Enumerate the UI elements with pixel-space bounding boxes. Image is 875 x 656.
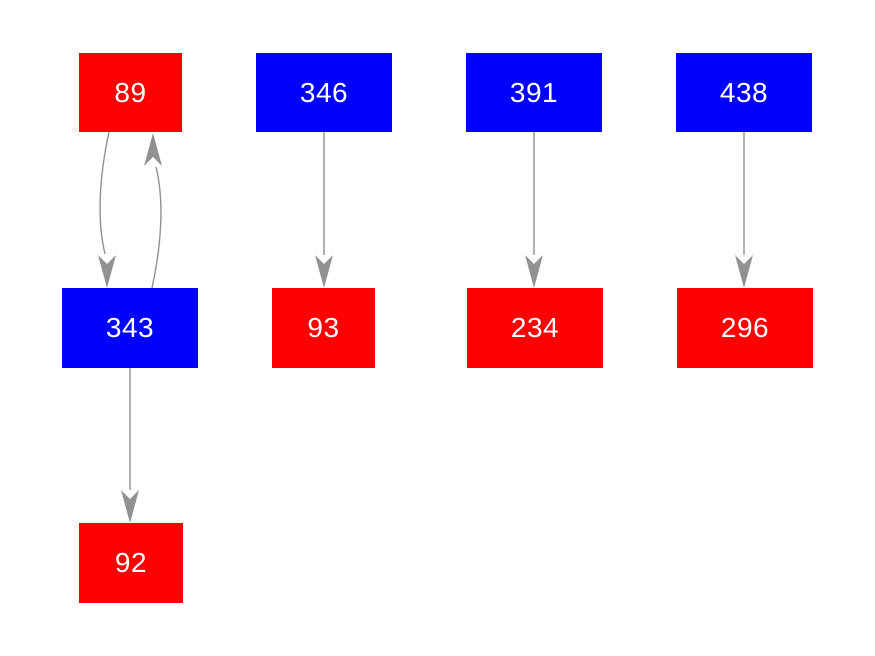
graph-node-92: 92 (79, 523, 183, 603)
arrowhead-438-to-296 (735, 255, 753, 288)
node-label: 438 (719, 76, 769, 108)
arrowhead-343-to-92 (121, 490, 139, 523)
node-label: 92 (114, 547, 148, 578)
arrowhead-346-to-93 (315, 255, 333, 288)
node-label: 296 (720, 312, 770, 343)
arrowhead-89-to-343 (98, 255, 116, 288)
node-label: 234 (510, 312, 560, 343)
graph-node-438: 438 (676, 53, 812, 132)
arrowhead-343-to-89 (144, 133, 162, 166)
node-label: 93 (307, 312, 340, 343)
arrowhead-391-to-234 (525, 255, 543, 288)
edge-343-to-89 (151, 166, 162, 289)
graph-node-343: 343 (62, 288, 198, 368)
graph-node-89: 89 (79, 53, 182, 132)
node-label: 343 (105, 312, 155, 343)
edge-89-to-343 (99, 131, 110, 255)
graph-node-391: 391 (466, 53, 602, 132)
node-label: 391 (509, 76, 559, 108)
node-label: 346 (299, 76, 349, 108)
graph-node-93: 93 (272, 288, 375, 368)
graph-node-346: 346 (256, 53, 392, 132)
graph-node-296: 296 (677, 288, 813, 368)
node-label: 89 (114, 76, 147, 108)
graph-node-234: 234 (467, 288, 603, 368)
